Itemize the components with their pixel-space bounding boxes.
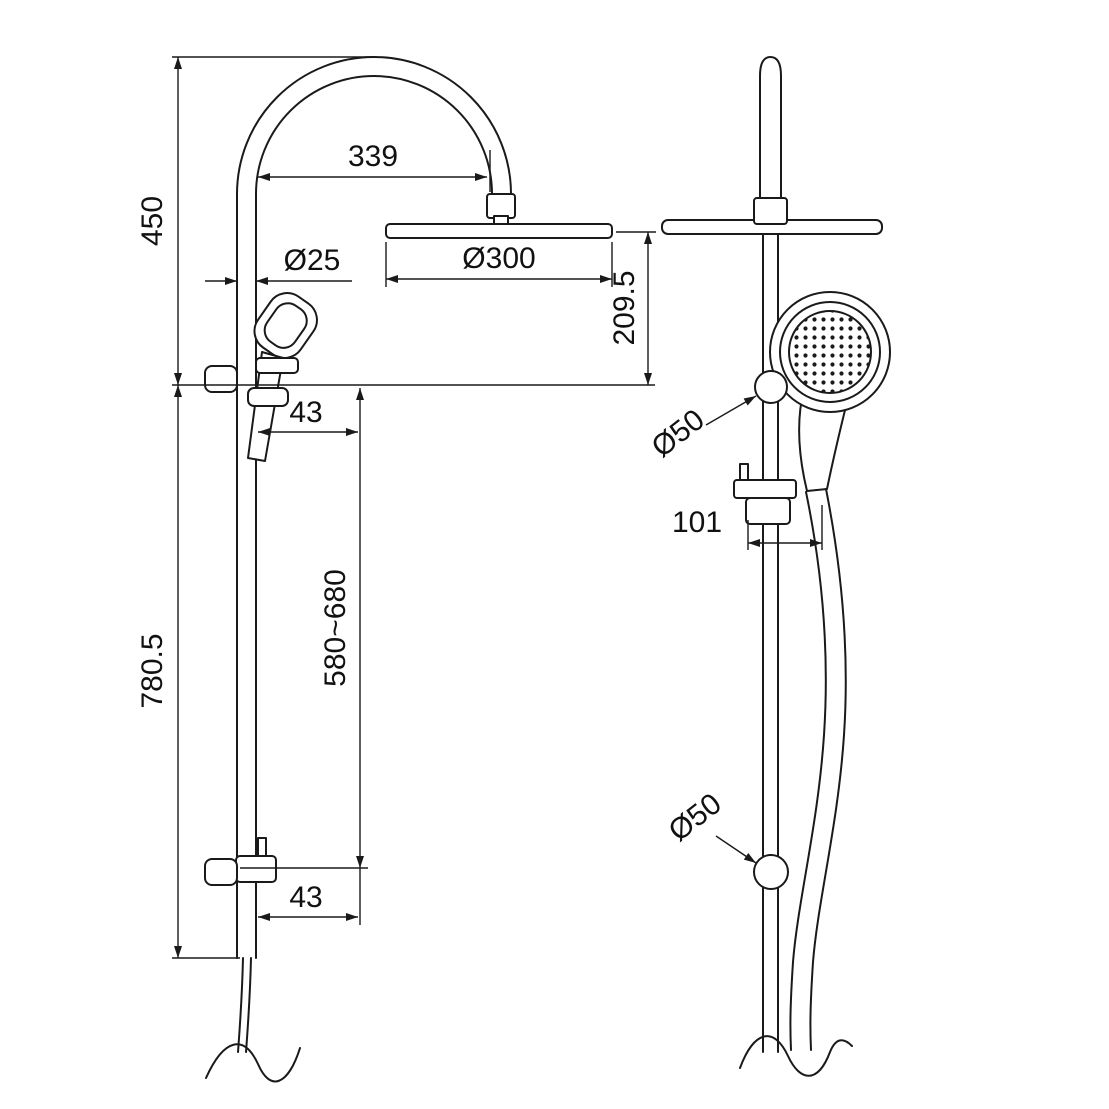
dim-label-height-top: 450 bbox=[136, 196, 169, 246]
leader-50-upper bbox=[705, 395, 757, 426]
top-pipe-side bbox=[759, 56, 782, 208]
shower-hose bbox=[789, 488, 847, 1051]
lower-slider-knob-side bbox=[753, 854, 789, 890]
dim-label-rail-height: 780.5 bbox=[136, 633, 169, 708]
lower-slider-knob-front bbox=[204, 858, 238, 886]
gooseneck-arc bbox=[236, 56, 512, 195]
hand-shower-face bbox=[769, 291, 891, 413]
dimension-lines bbox=[174, 57, 822, 958]
side-view bbox=[661, 56, 891, 1077]
dimension-layer: 450 780.5 339 Ø25 Ø300 209.5 43 580~680 … bbox=[136, 56, 823, 959]
lower-slider-front bbox=[204, 837, 277, 886]
dim-label-upper-knob-diameter: Ø50 bbox=[646, 403, 711, 464]
collar-fitting-side bbox=[753, 197, 788, 225]
dim-label-head-diameter: Ø300 bbox=[462, 242, 535, 275]
dimension-labels: 450 780.5 339 Ø25 Ø300 209.5 43 580~680 … bbox=[136, 140, 728, 914]
shower-rail-front bbox=[236, 193, 257, 959]
dim-label-bracket-depth: 101 bbox=[672, 506, 722, 539]
dim-label-lower-knob-diameter: Ø50 bbox=[663, 787, 728, 848]
dim-label-holder-offset-upper: 43 bbox=[289, 396, 322, 429]
dim-label-rail-diameter: Ø25 bbox=[284, 244, 341, 277]
inlet-tail-front bbox=[205, 957, 301, 1083]
upper-holder-front bbox=[204, 357, 299, 407]
slider-bracket-side bbox=[733, 463, 797, 525]
rain-shower-head-front bbox=[385, 223, 613, 239]
break-line-front bbox=[205, 1043, 301, 1083]
extension-lines bbox=[172, 56, 823, 959]
leader-50-lower bbox=[715, 835, 757, 864]
front-view bbox=[204, 56, 613, 1083]
upper-holder-knob-side bbox=[754, 370, 788, 404]
break-line-side bbox=[739, 1035, 853, 1077]
dim-label-arm-reach: 339 bbox=[348, 140, 398, 173]
dim-label-slide-range: 580~680 bbox=[319, 569, 352, 687]
head-fitting-front bbox=[486, 193, 516, 227]
dim-label-holder-offset-lower: 43 bbox=[289, 881, 322, 914]
upper-holder-knob-front bbox=[204, 365, 238, 393]
dim-label-head-to-outlet: 209.5 bbox=[608, 270, 641, 345]
